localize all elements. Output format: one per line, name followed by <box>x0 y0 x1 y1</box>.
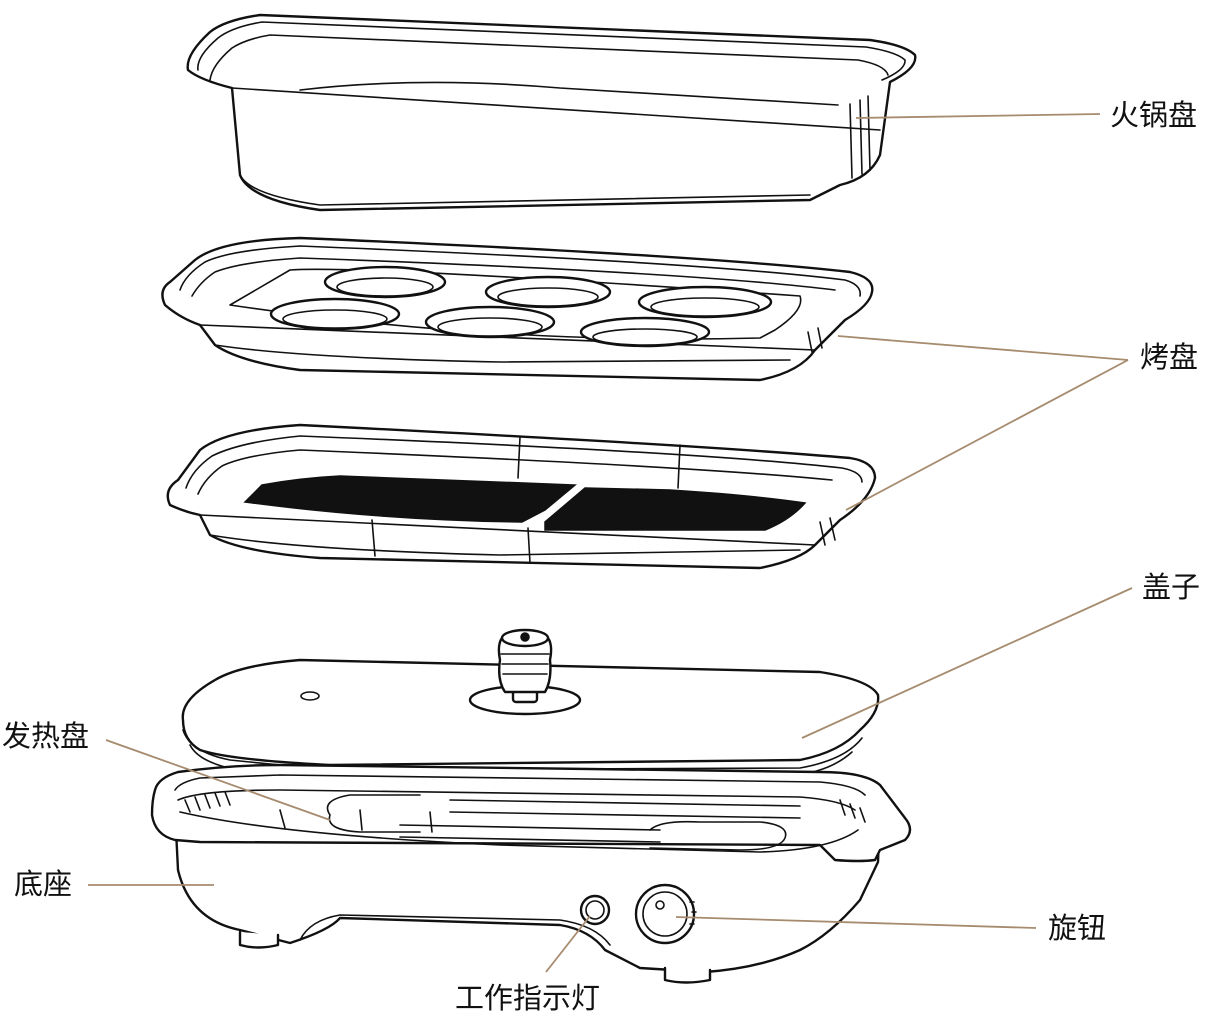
leader-line <box>837 335 1129 361</box>
grill-pan-label: 烤盘 <box>1140 340 1199 374</box>
cup-grill-pan-drawing <box>161 236 874 382</box>
hotpot-pan-drawing <box>186 13 917 212</box>
leader-lines <box>88 113 1133 973</box>
leader-line <box>545 915 591 973</box>
leader-line <box>845 359 1129 511</box>
hotpot-pan-label: 火锅盘 <box>1110 98 1198 132</box>
leader-line <box>855 113 1101 119</box>
lid-drawing <box>181 628 880 779</box>
leader-line <box>801 587 1133 739</box>
base-drawing <box>150 763 912 984</box>
base-label: 底座 <box>14 867 73 901</box>
heating-plate-label: 发热盘 <box>2 719 90 753</box>
indicator-light-label: 工作指示灯 <box>455 981 601 1015</box>
leader-line <box>105 739 331 821</box>
flat-grill-pan-drawing <box>166 423 877 570</box>
leader-line <box>675 916 1037 929</box>
knob-label: 旋钮 <box>1048 911 1107 945</box>
lid-label: 盖子 <box>1142 570 1201 604</box>
